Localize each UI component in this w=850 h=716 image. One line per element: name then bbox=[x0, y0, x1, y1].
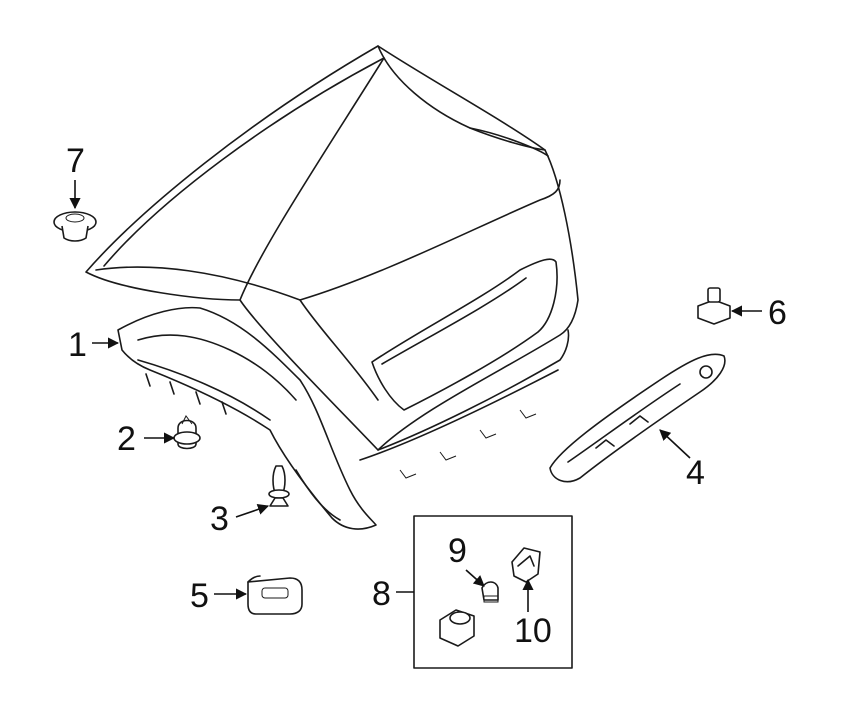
part-2-clip bbox=[173, 415, 201, 450]
callout-9: 9 bbox=[448, 532, 485, 587]
callout-10-label: 10 bbox=[514, 612, 552, 650]
trunk-lid bbox=[85, 45, 579, 479]
part-5-switch bbox=[247, 575, 303, 615]
callout-5-label: 5 bbox=[190, 577, 209, 615]
part-6-stop bbox=[697, 287, 731, 325]
callout-6-label: 6 bbox=[768, 294, 787, 332]
callout-7-label: 7 bbox=[66, 142, 85, 180]
callout-1-label: 1 bbox=[68, 326, 87, 364]
callout-4: 4 bbox=[659, 429, 705, 492]
part-3-push-pin bbox=[268, 465, 290, 507]
callout-9-label: 9 bbox=[448, 532, 467, 570]
callout-5: 5 bbox=[190, 577, 248, 615]
trunk-lid-trim-panel bbox=[117, 306, 377, 530]
callout-3: 3 bbox=[210, 500, 270, 538]
callout-10: 10 bbox=[514, 578, 552, 650]
callout-8: 8 bbox=[372, 575, 414, 613]
part-7-plug bbox=[53, 211, 97, 242]
part-4-lamp-housing bbox=[549, 353, 726, 483]
callout-8-label: 8 bbox=[372, 575, 391, 613]
callout-3-label: 3 bbox=[210, 500, 229, 538]
callout-7: 7 bbox=[66, 142, 85, 210]
callout-4-label: 4 bbox=[686, 454, 705, 492]
callout-1: 1 bbox=[68, 326, 120, 364]
callout-2: 2 bbox=[117, 420, 176, 458]
callout-6: 6 bbox=[730, 294, 787, 332]
callout-2-label: 2 bbox=[117, 420, 136, 458]
